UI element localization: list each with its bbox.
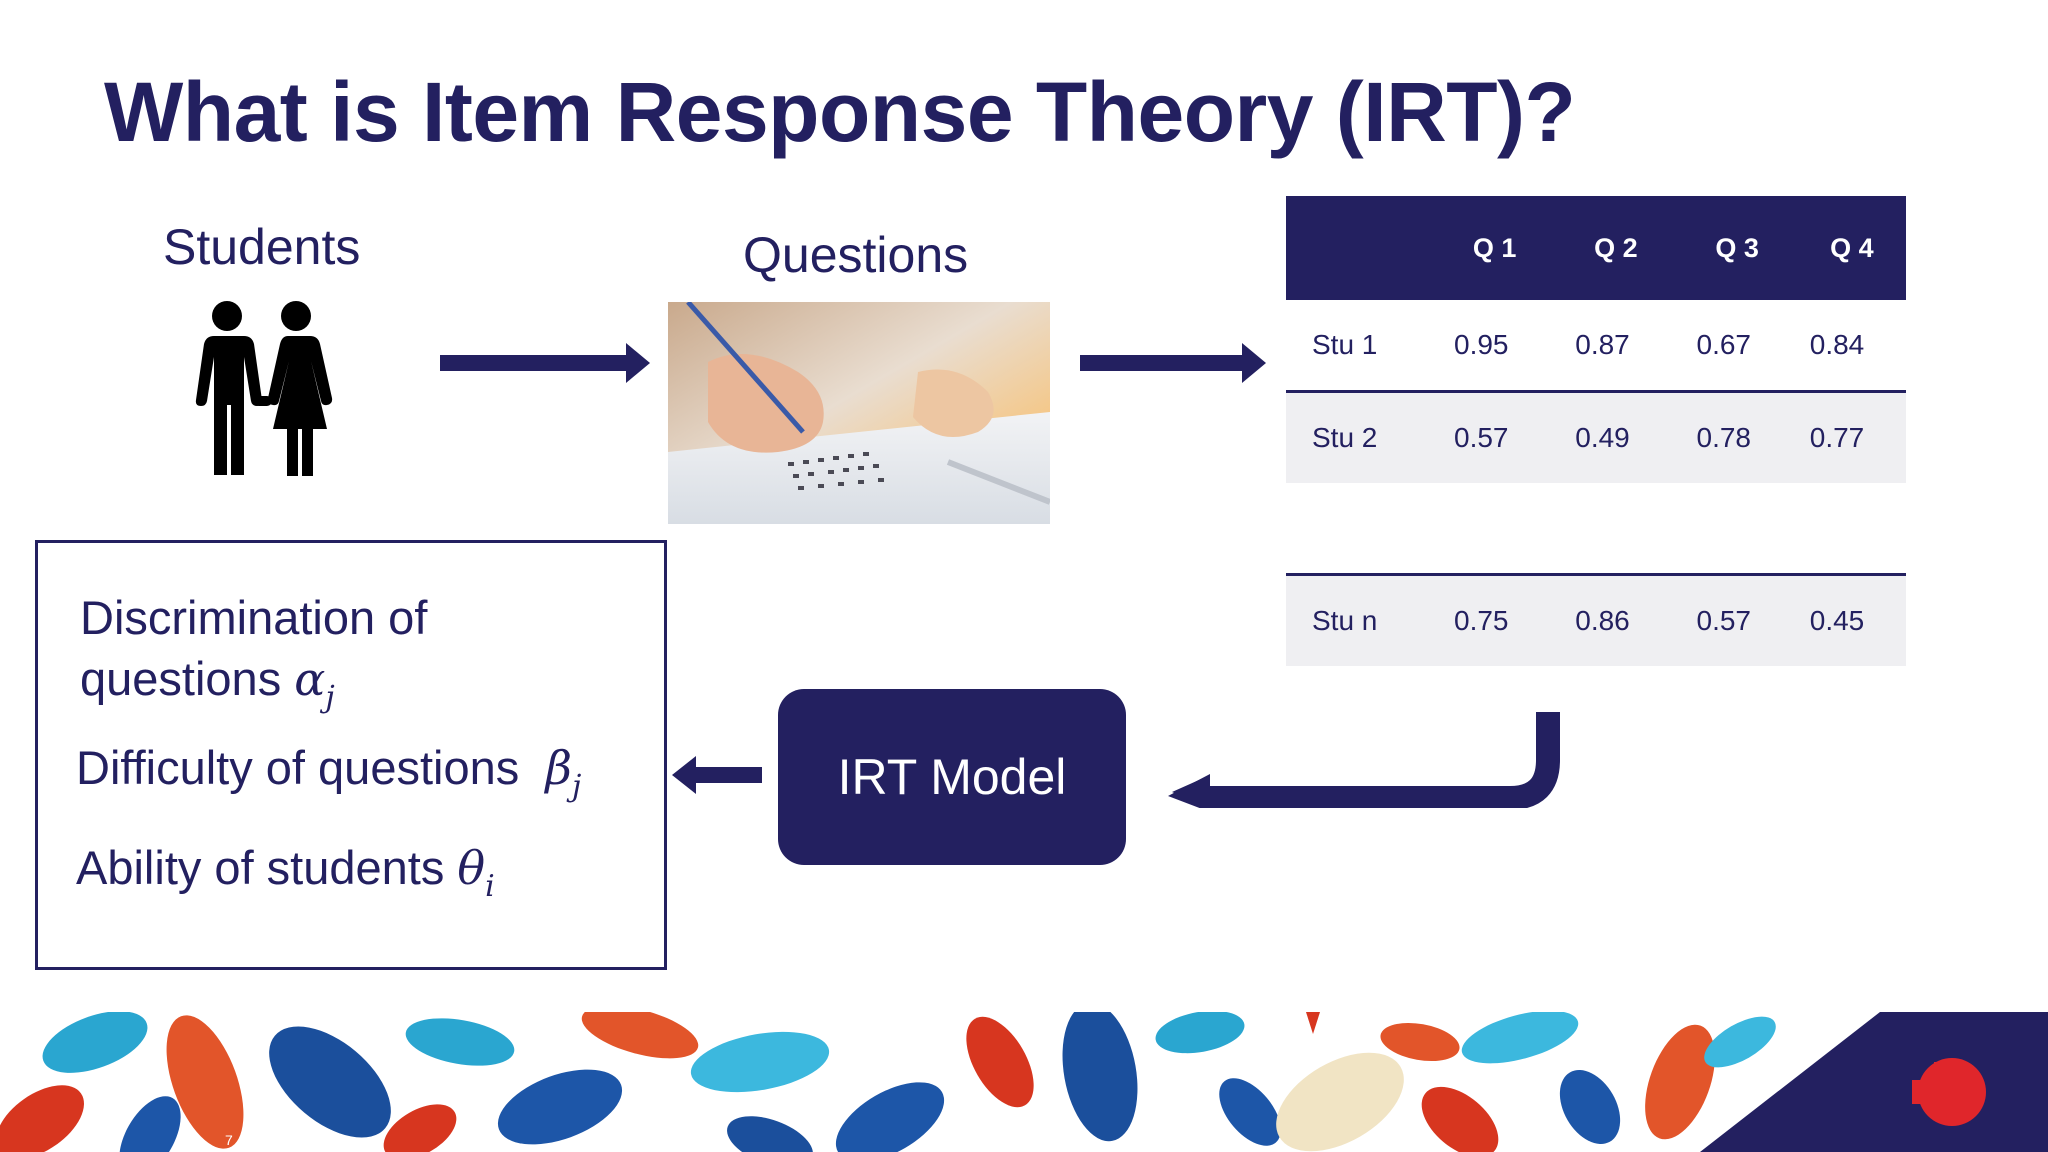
- table-header-q2: Q 2: [1555, 196, 1677, 300]
- discrimination-label: Discrimination of questions αj: [80, 591, 428, 716]
- irt-model-box: IRT Model: [778, 689, 1126, 865]
- table-cell: 0.77: [1797, 391, 1906, 483]
- ability-label: Ability of students θi: [76, 841, 495, 904]
- table-header-row: Q 1 Q 2 Q 3 Q 4: [1286, 196, 1906, 300]
- table-cell: 0.57: [1434, 391, 1556, 483]
- table-cell: 0.95: [1434, 300, 1556, 393]
- table-cell-student: Stu n: [1286, 574, 1434, 666]
- table-gap-row: [1286, 483, 1906, 576]
- table-cell: 0.49: [1555, 391, 1677, 483]
- table-cell: 0.57: [1676, 574, 1798, 666]
- theta-symbol: θi: [457, 841, 495, 904]
- table-cell: 0.78: [1676, 391, 1798, 483]
- decorative-footer-band: [0, 1012, 2048, 1152]
- table-row: Stu 2 0.57 0.49 0.78 0.77: [1286, 391, 1906, 483]
- arrow-left-icon: [672, 756, 762, 794]
- irt-parameters-box: Discrimination of questions αj Difficult…: [35, 540, 667, 970]
- alpha-symbol: αj: [294, 652, 335, 716]
- student-writing-exam-photo: [668, 302, 1050, 524]
- table-row: Stu 1 0.95 0.87 0.67 0.84: [1286, 300, 1906, 393]
- table-header-q1: Q 1: [1434, 196, 1556, 300]
- slide-number: 7: [225, 1132, 233, 1148]
- table-cell: 0.84: [1797, 300, 1906, 393]
- questions-label: Questions: [743, 227, 969, 283]
- slide-title: What is Item Response Theory (IRT)?: [104, 65, 1576, 159]
- table-header-q3: Q 3: [1676, 196, 1798, 300]
- table-cell-student: Stu 2: [1286, 391, 1434, 483]
- table-cell: 0.87: [1555, 300, 1677, 393]
- table-cell: 0.67: [1676, 300, 1798, 393]
- difficulty-label: Difficulty of questions βj: [76, 741, 582, 804]
- table-header-corner: [1286, 196, 1434, 300]
- table-row: Stu n 0.75 0.86 0.57 0.45: [1286, 574, 1906, 666]
- curved-arrow-left-icon: [1168, 712, 1560, 808]
- arrow-right-icon: [440, 343, 650, 383]
- beta-symbol: βj: [545, 741, 582, 804]
- table-cell: 0.45: [1797, 574, 1906, 666]
- students-couple-icon: [186, 300, 338, 480]
- table-cell: 0.86: [1555, 574, 1677, 666]
- response-probability-table: Q 1 Q 2 Q 3 Q 4 Stu 1 0.95 0.87 0.67 0.8…: [1286, 196, 1906, 666]
- table-header-q4: Q 4: [1797, 196, 1906, 300]
- table-cell: 0.75: [1434, 574, 1556, 666]
- logo-icon: [1908, 1050, 1992, 1134]
- arrow-right-icon: [1080, 343, 1266, 383]
- students-label: Students: [163, 219, 361, 275]
- table-cell-student: Stu 1: [1286, 300, 1434, 393]
